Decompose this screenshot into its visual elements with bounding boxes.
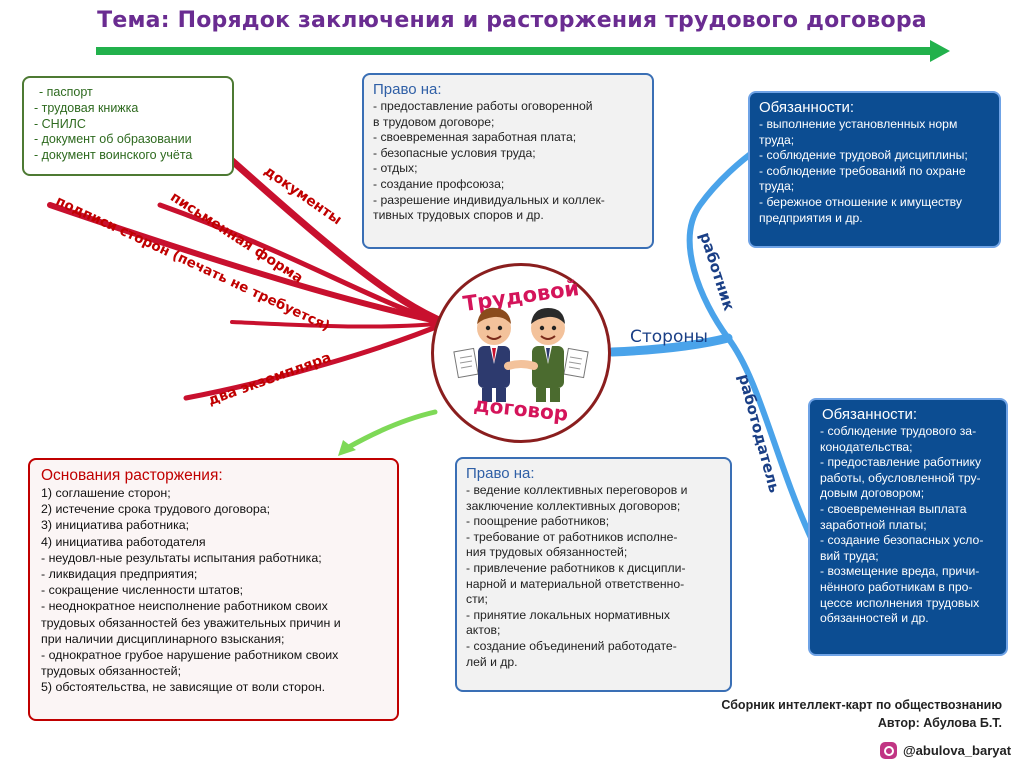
list-item: - бережное отношение к имуществу — [759, 194, 962, 209]
list-item: - отдых; — [373, 161, 418, 176]
list-item: - СНИЛС — [34, 116, 86, 131]
box-heading: Право на: — [373, 81, 442, 98]
list-item: заработной платы; — [820, 517, 927, 532]
instagram-icon — [880, 742, 897, 759]
list-item: труда; — [759, 179, 795, 194]
central-node: Трудовой договор — [431, 263, 611, 443]
list-item: вий труда; — [820, 548, 879, 563]
title-arrow — [96, 40, 950, 62]
list-item: 2) истечение срока трудового договора; — [41, 502, 271, 517]
list-item: - сокращение численности штатов; — [41, 583, 244, 598]
list-item: - создание безопасных усло- — [820, 533, 984, 548]
list-item: обязанностей и др. — [820, 611, 929, 626]
box-heading: Основания расторжения: — [41, 467, 223, 484]
worker-rights-box: Право на: - предоставление работы оговор… — [362, 73, 654, 249]
footer-collection: Сборник интеллект-карт по обществознанию — [721, 698, 1002, 712]
list-item: актов; — [466, 623, 501, 638]
footer-credits: Сборник интеллект-карт по обществознанию… — [721, 696, 1002, 732]
list-item: - принятие локальных нормативных — [466, 607, 670, 622]
list-item: - неудовл-ные результаты испытания работ… — [41, 550, 322, 565]
box-heading: Право на: — [466, 465, 535, 482]
list-item: нённого работникам в про- — [820, 579, 973, 594]
list-item: ния трудовых обязанностей; — [466, 545, 628, 560]
list-item: труда; — [759, 132, 795, 147]
list-item: заключение коллективных договоров; — [466, 498, 681, 513]
list-item: - разрешение индивидуальных и коллек- — [373, 192, 605, 207]
list-item: - своевременная заработная плата; — [373, 130, 577, 145]
list-item: - соблюдение требований по охране — [759, 163, 966, 178]
worker-duties-box: Обязанности: - выполнение установленных … — [748, 91, 1001, 248]
list-item: трудовых обязанностей без уважительных п… — [41, 615, 341, 630]
list-item: лей и др. — [466, 654, 518, 669]
list-item: нарной и материальной ответственно- — [466, 576, 685, 591]
termination-box: Основания расторжения: 1) соглашение сто… — [28, 458, 399, 721]
documents-box: - паспорт - трудовая книжка - СНИЛС - до… — [22, 76, 234, 176]
instagram-handle[interactable]: @abulova_baryat — [880, 742, 1011, 759]
employer-rights-box: Право на: - ведение коллективных перегов… — [455, 457, 732, 692]
list-item: - документ об образовании — [34, 132, 192, 147]
list-item: сти; — [466, 592, 488, 607]
list-item: конодательства; — [820, 439, 913, 454]
list-item: - привлечение работников к дисципли- — [466, 560, 686, 575]
employer-duties-box: Обязанности: - соблюдение трудового за- … — [808, 398, 1008, 656]
red-branches — [47, 146, 450, 401]
list-item: - требование от работников исполне- — [466, 529, 678, 544]
list-item: цессе исполнения трудовых — [820, 595, 980, 610]
list-item: - неоднократное неисполнение работником … — [41, 599, 328, 614]
list-item: 3) инициатива работника; — [41, 518, 190, 533]
list-item: - соблюдение трудовой дисциплины; — [759, 148, 968, 163]
page-title: Тема: Порядок заключения и расторжения т… — [97, 8, 927, 33]
list-item: - создание объединений работодате- — [466, 638, 677, 653]
list-item: довым договором; — [820, 486, 925, 501]
list-item: - создание профсоюза; — [373, 176, 505, 191]
list-item: предприятия и др. — [759, 210, 863, 225]
list-item: - трудовая книжка — [34, 100, 139, 115]
list-item: - предоставление работы оговоренной — [373, 99, 593, 113]
box-heading: Обязанности: — [822, 406, 918, 423]
handshake-illustration — [453, 307, 589, 402]
list-item: - безопасные условия труда; — [373, 145, 536, 160]
list-item: - выполнение установленных норм — [759, 117, 958, 131]
list-item: тивных трудовых споров и др. — [373, 208, 544, 223]
branch-label-parties: Стороны — [630, 327, 708, 347]
list-item: - предоставление работнику — [820, 455, 982, 470]
list-item: - ликвидация предприятия; — [41, 567, 198, 582]
list-item: 5) обстоятельства, не зависящие от воли … — [41, 680, 326, 695]
list-item: - ведение коллективных переговоров и — [466, 483, 688, 497]
list-item: 4) инициатива работодателя — [41, 534, 206, 549]
list-item: 1) соглашение сторон; — [41, 486, 171, 500]
instagram-handle-text: @abulova_baryat — [903, 743, 1012, 758]
list-item: - паспорт — [39, 85, 93, 99]
list-item: - документ воинского учёта — [34, 148, 193, 163]
list-item: при наличии дисциплинарного взыскания; — [41, 631, 285, 646]
list-item: - своевременная выплата — [820, 501, 967, 516]
termination-arrow — [338, 409, 438, 456]
list-item: трудовых обязанностей; — [41, 664, 182, 679]
list-item: работы, обусловленной тру- — [820, 470, 981, 485]
blue-branches — [607, 147, 815, 543]
list-item: в трудовом договоре; — [373, 114, 495, 129]
list-item: - однократное грубое нарушение работнико… — [41, 648, 339, 663]
box-heading: Обязанности: — [759, 99, 855, 116]
list-item: - возмещение вреда, причи- — [820, 564, 980, 579]
footer-author: Автор: Абулова Б.Т. — [877, 716, 1002, 730]
list-item: - соблюдение трудового за- — [820, 424, 977, 438]
list-item: - поощрение работников; — [466, 514, 610, 529]
